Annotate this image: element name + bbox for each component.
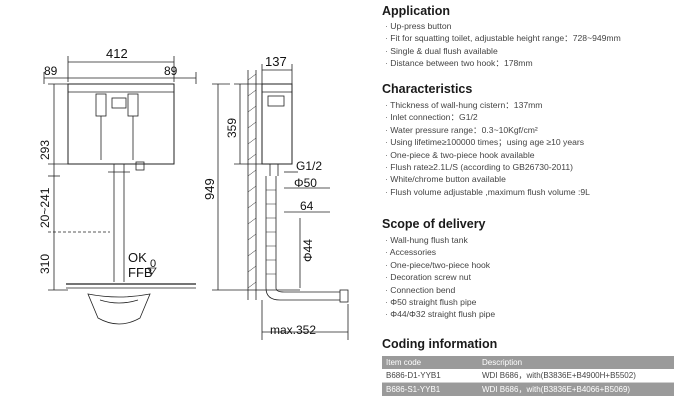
dim-137: 137 [265, 54, 287, 69]
list-item: Φ44/Φ32 straight flush pipe [385, 308, 495, 320]
header-description: Description [478, 356, 674, 369]
list-item: Decoration screw nut [385, 271, 495, 283]
scope-heading: Scope of delivery [382, 217, 486, 231]
list-item: Flush rate≥2.1L/S (according to GB26730-… [385, 161, 590, 173]
dim-20-241: 20~241 [38, 187, 52, 228]
dim-max352: max.352 [270, 323, 316, 337]
dim-359: 359 [225, 118, 239, 138]
characteristics-list: Thickness of wall-hung cistern：137mm Inl… [385, 99, 590, 198]
dim-412: 412 [106, 46, 128, 61]
list-item: Thickness of wall-hung cistern：137mm [385, 99, 590, 111]
list-item: Single & dual flush available [385, 45, 621, 57]
table-row: B686-D1-YYB1 WDI B686，with(B3836E+B4900H… [382, 369, 674, 383]
description-cell: WDI B686，with(B3836E+B4900H+B5502) [478, 369, 674, 383]
ffb-label: FFB [128, 265, 153, 280]
dim-89-left: 89 [44, 64, 58, 78]
dim-phi44: Φ44 [301, 239, 315, 262]
description-cell: WDI B686，with(B3836E+B4066+B5069) [478, 382, 674, 396]
dim-89-right: 89 [164, 64, 178, 78]
list-item: Connection bend [385, 284, 495, 296]
list-item: One-piece/two-piece hook [385, 259, 495, 271]
scope-list: Wall-hung flush tank Accessories One-pie… [385, 234, 495, 321]
ok-label: OK [128, 250, 147, 265]
list-item: Flush volume adjustable ,maximum flush v… [385, 186, 590, 198]
table-header-row: Item code Description [382, 356, 674, 369]
list-item: White/chrome button available [385, 173, 590, 185]
list-item: Distance between two hook：178mm [385, 57, 621, 69]
list-item: Φ50 straight flush pipe [385, 296, 495, 308]
header-item-code: Item code [382, 356, 478, 369]
application-list: Up-press button Fit for squatting toilet… [385, 20, 621, 70]
dim-310: 310 [38, 254, 52, 274]
table-row: B686-S1-YYB1 WDI B686，with(B3836E+B4066+… [382, 382, 674, 396]
item-code-cell: B686-D1-YYB1 [382, 369, 478, 383]
characteristics-heading: Characteristics [382, 82, 473, 96]
list-item: Using lifetime≥100000 times；using age ≥1… [385, 136, 590, 148]
list-item: Water pressure range：0.3~10Kgf/cm² [385, 124, 590, 136]
list-item: Inlet connection：G1/2 [385, 111, 590, 123]
application-heading: Application [382, 4, 451, 18]
ffb-value: 0 [150, 258, 156, 270]
dim-64: 64 [300, 199, 314, 213]
coding-heading: Coding information [382, 337, 498, 351]
coding-table: Item code Description B686-D1-YYB1 WDI B… [382, 356, 674, 396]
dim-293: 293 [38, 140, 52, 160]
list-item: Wall-hung flush tank [385, 234, 495, 246]
dim-949: 949 [202, 178, 217, 200]
technical-drawing: 412 89 89 293 20~241 310 OK FFB 0 137 35… [38, 46, 349, 340]
dim-phi50: Φ50 [294, 176, 317, 190]
item-code-cell: B686-S1-YYB1 [382, 382, 478, 396]
list-item: One-piece & two-piece hook available [385, 149, 590, 161]
inlet-g12: G1/2 [296, 159, 322, 173]
list-item: Accessories [385, 246, 495, 258]
list-item: Up-press button [385, 20, 621, 32]
list-item: Fit for squatting toilet, adjustable hei… [385, 32, 621, 44]
